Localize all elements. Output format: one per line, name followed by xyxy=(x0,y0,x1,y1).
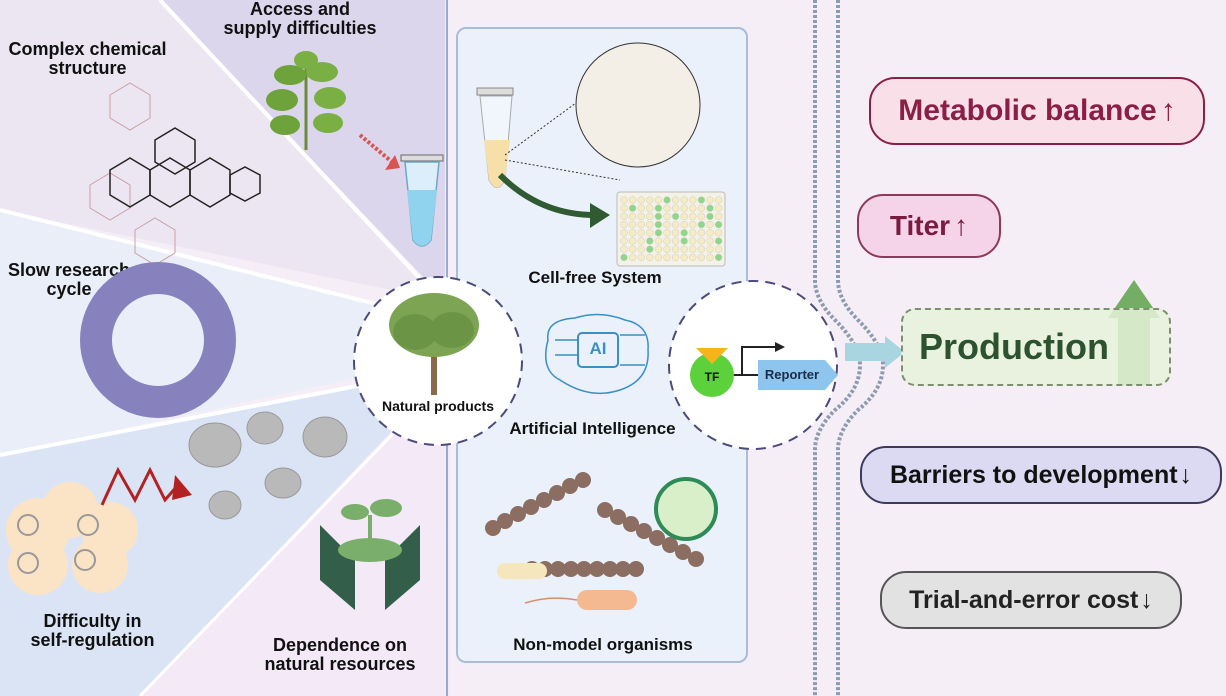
outcome-label: Metabolic balance xyxy=(898,94,1157,127)
label-cell-free-system: Cell-free System xyxy=(528,268,662,287)
outcome-barriers: Barriers to development↓ xyxy=(860,446,1222,504)
outcome-trial-error: Trial-and-error cost↓ xyxy=(880,571,1182,629)
ai-chip-label: AI xyxy=(589,339,607,358)
outcome-label: Barriers to development xyxy=(889,460,1178,489)
label-artificial-intelligence: Artificial Intelligence xyxy=(509,419,676,438)
up-arrow-icon: ↑ xyxy=(954,210,969,241)
label-slow-cycle: Slow research cycle xyxy=(7,260,131,299)
outcome-label: Titer xyxy=(889,210,951,241)
label-access-supply: Access and supply difficulties xyxy=(223,0,377,38)
outcome-label: Production xyxy=(919,326,1109,367)
up-arrow-icon: ↑ xyxy=(1160,94,1176,127)
outcome-label: Trial-and-error cost xyxy=(909,585,1139,614)
label-complex-structure: Complex chemical structure xyxy=(8,39,167,78)
wedge-complex-structure xyxy=(0,0,440,300)
reporter-label: Reporter xyxy=(764,367,820,382)
outcome-titer: Titer↑ xyxy=(857,194,1001,258)
outcome-metabolic-balance: Metabolic balance↑ xyxy=(869,77,1205,145)
outcome-production: Production xyxy=(901,308,1171,386)
label-natural-products: Natural products xyxy=(381,398,494,414)
down-arrow-icon: ↓ xyxy=(1179,460,1193,489)
label-non-model-organisms: Non-model organisms xyxy=(513,635,693,654)
label-self-regulation: Difficulty in self-regulation xyxy=(30,611,155,650)
down-arrow-icon: ↓ xyxy=(1140,585,1153,614)
label-natural-resources: Dependence on natural resources xyxy=(264,635,416,674)
tf-label: TF xyxy=(704,370,720,384)
